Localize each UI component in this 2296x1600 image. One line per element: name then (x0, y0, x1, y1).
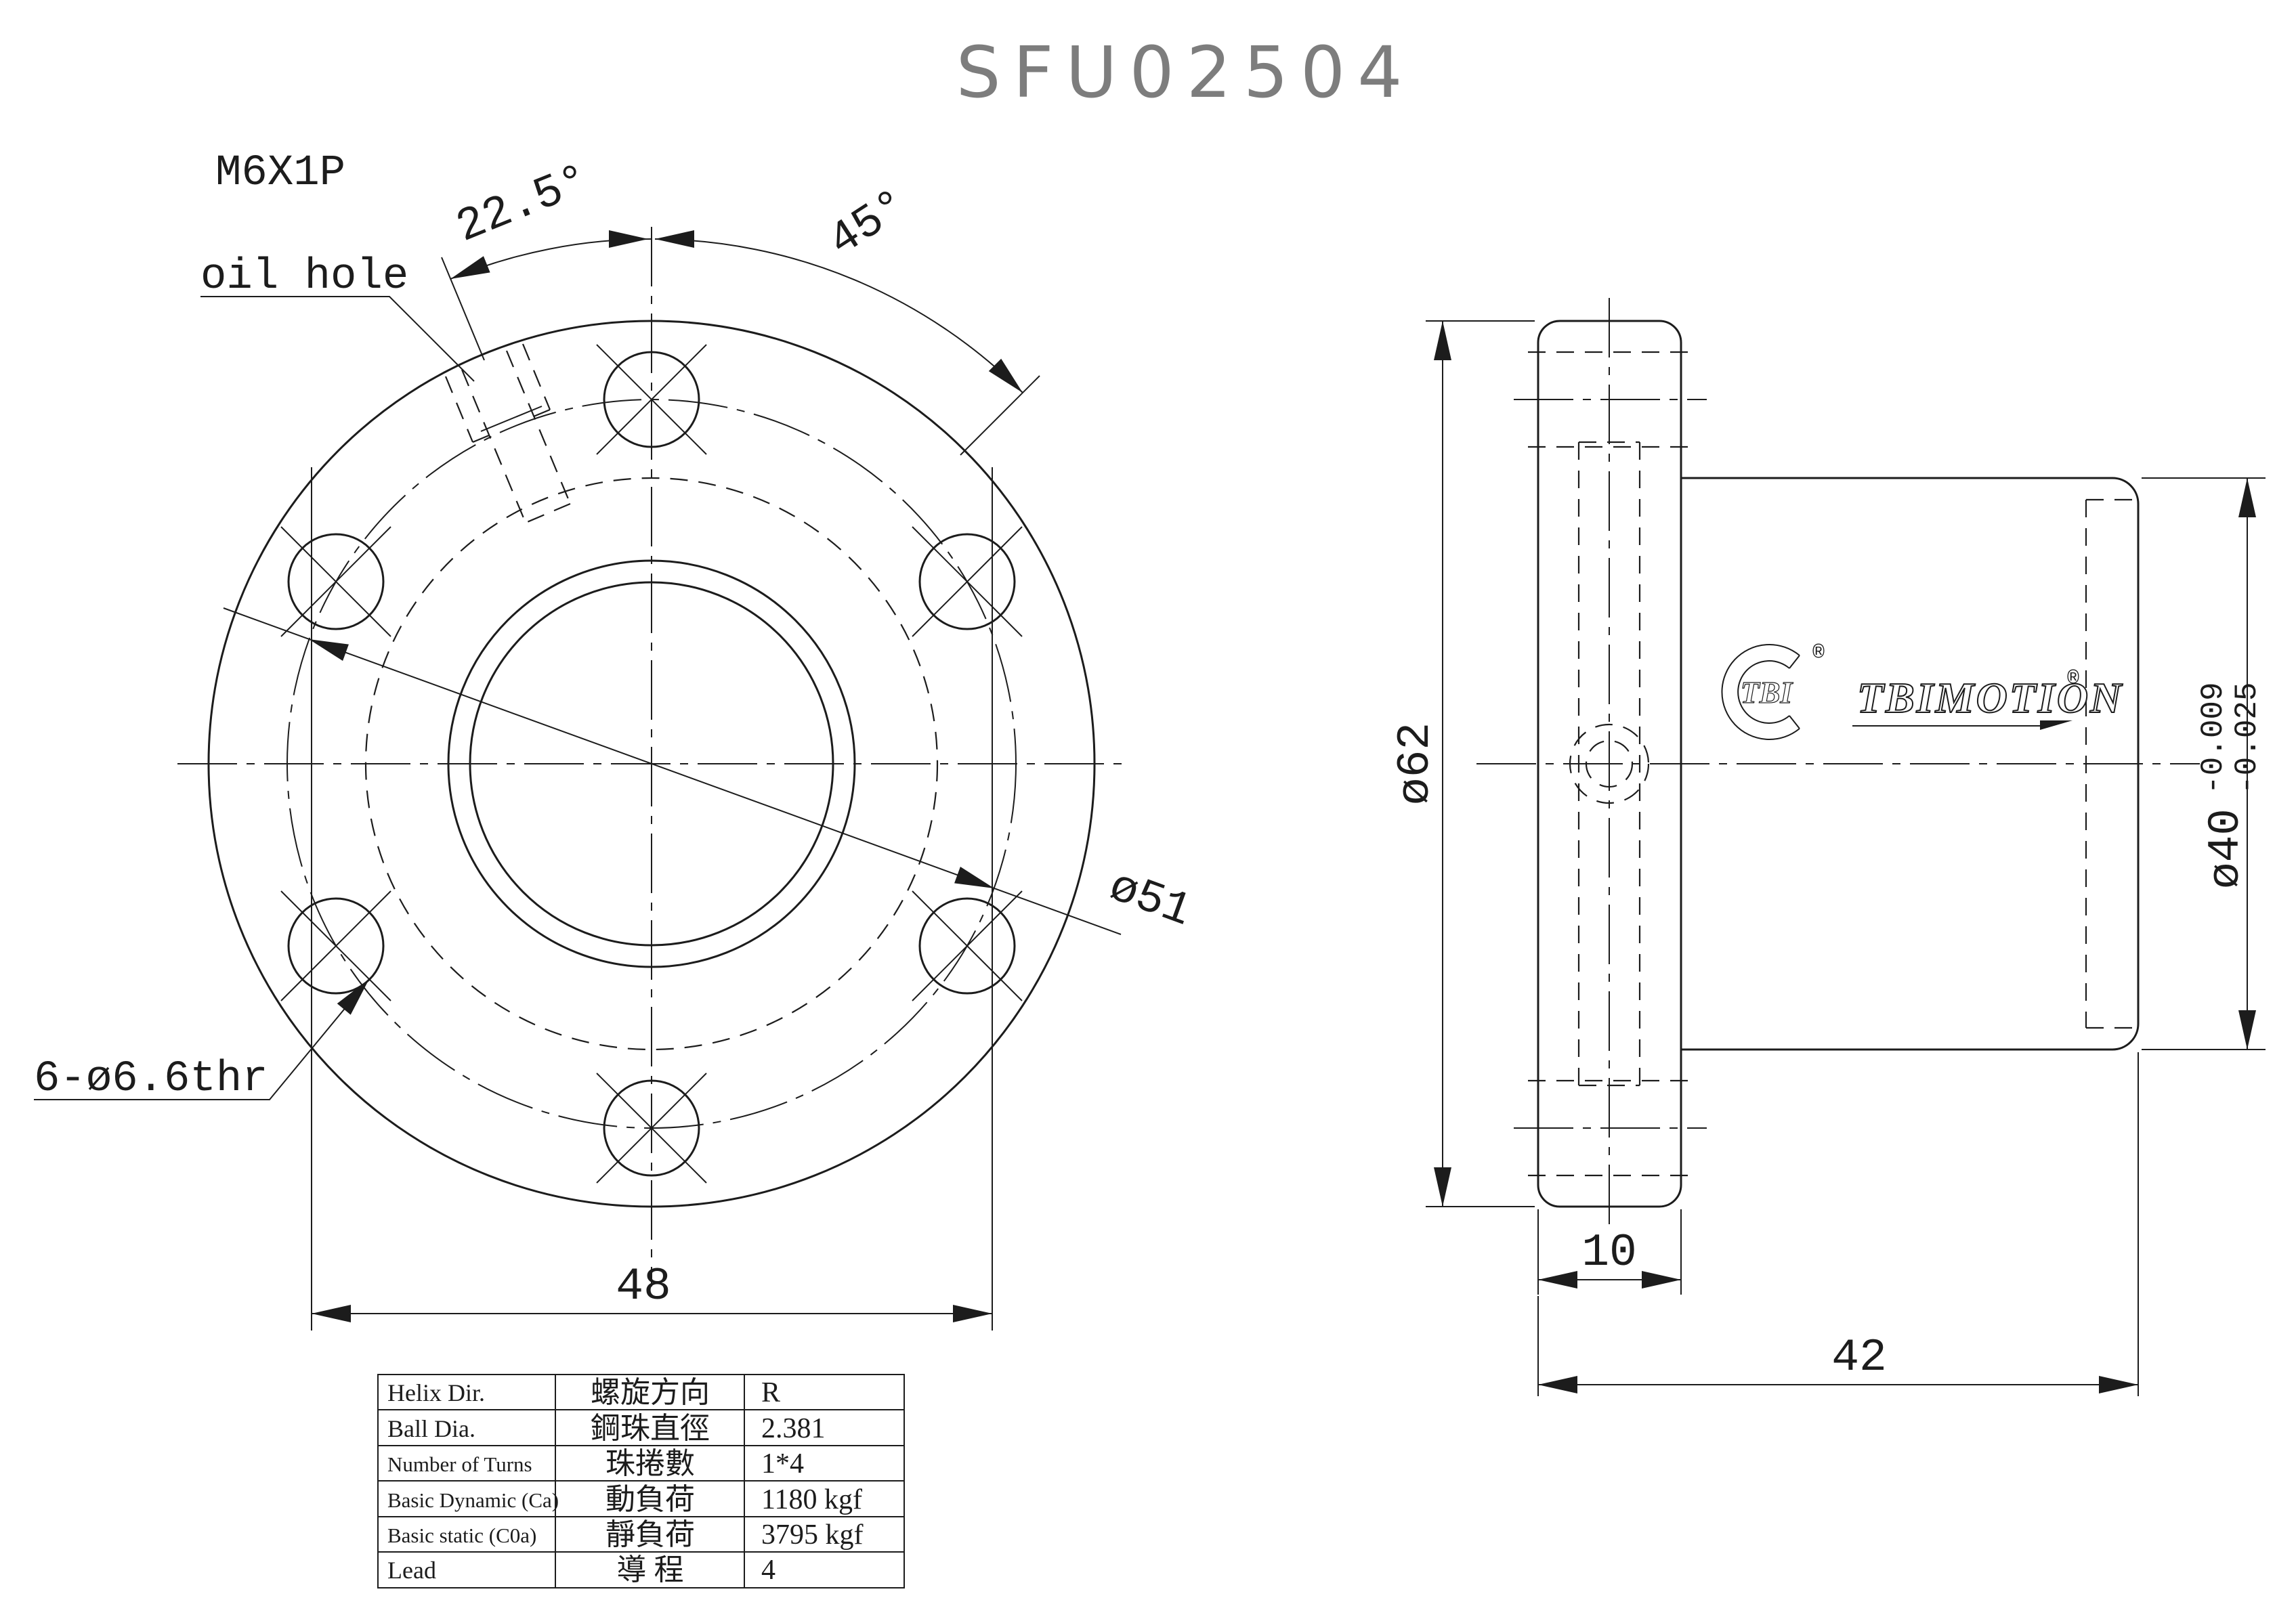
tbi-badge-text: TBI (1741, 675, 1794, 710)
dim-angle-45: 45° (654, 179, 1040, 456)
spec-value: 1*4 (761, 1448, 804, 1479)
flange-outer-circle (207, 320, 1096, 1208)
spec-zh: 導 程 (617, 1553, 684, 1586)
spec-value: 4 (761, 1555, 775, 1586)
flange-plate-outline (1537, 320, 1682, 1208)
brand-reg-mark: ® (2067, 668, 2079, 691)
bore-outer-circle (447, 559, 856, 968)
spec-value: 3795 kgf (761, 1519, 864, 1551)
spec-zh: 珠捲數 (605, 1447, 695, 1480)
body-diameter-tol-lower: -0.025 (2230, 682, 2265, 794)
bolt-holes-callout: 6-ø6.6thr (34, 978, 370, 1104)
dim-flange-width-48: 48 (311, 467, 993, 1331)
flange-bolt-hole-silhouettes (1514, 351, 1707, 1177)
flange-thickness-dim: 10 (1581, 1227, 1637, 1279)
brand-text: TBIMOTION (1857, 674, 2123, 722)
oil-hole-callout: M6X1P oil hole (200, 149, 475, 382)
spec-row-static-load: Basic static (C0a) 靜負荷 3795 kgf (387, 1518, 864, 1551)
oil-hole-outer-circle (1569, 723, 1650, 804)
dim-angle-22-5: 22.5° (441, 154, 652, 361)
flange-diameter-dim: ø62 (1390, 722, 1442, 805)
oil-hole-spec-label: M6X1P (215, 149, 345, 198)
spec-en: Basic static (C0a) (387, 1523, 536, 1547)
part-number-title: SFU02504 (956, 31, 1415, 114)
total-length-dim: 42 (1831, 1332, 1887, 1384)
tbi-logo-ring (1721, 644, 1800, 740)
bolt-holes-label: 6-ø6.6thr (34, 1055, 268, 1104)
body-hidden-circle (364, 477, 939, 1051)
spec-zh: 動負荷 (605, 1483, 695, 1516)
tbi-badge-reg-mark: ® (1812, 642, 1825, 665)
flange-recess-hidden (1577, 441, 1641, 1087)
spec-en: Number of Turns (387, 1452, 532, 1476)
spec-value: R (761, 1377, 780, 1408)
spec-value: 1180 kgf (761, 1484, 862, 1515)
bore-inner-circle (469, 581, 834, 947)
pcd-diameter-label: ø51 (1102, 861, 1197, 938)
spec-en: Helix Dir. (387, 1379, 485, 1406)
oil-hole-step-tick (480, 406, 543, 432)
spec-row-ball-dia: Ball Dia. 鋼珠直徑 2.381 (387, 1412, 826, 1445)
spec-en: Lead (387, 1557, 436, 1584)
bolt-holes (280, 344, 1023, 1184)
spec-row-lead: Lead 導 程 4 (387, 1553, 775, 1586)
spec-zh: 鋼珠直徑 (591, 1412, 710, 1445)
body-diameter-dim: ø40 (2201, 808, 2251, 889)
bolt-hole-tick-marks (280, 344, 1023, 1184)
angle-22-5-label: 22.5° (449, 154, 597, 255)
tbi-logo: TBI ® TBIMOTION ® (1721, 642, 2123, 740)
oil-hole-label: oil hole (200, 253, 408, 301)
oil-hole-inner-circle (1585, 739, 1634, 788)
dim-flange-thickness-10: 10 (1537, 1209, 1682, 1295)
nut-body-outline (1681, 477, 2140, 1051)
spec-en: Ball Dia. (387, 1415, 475, 1442)
body-end-recess-hidden (2085, 498, 2133, 1029)
dim-pcd-diameter: ø51 (223, 607, 1198, 938)
dim-total-length-42: 42 (1537, 1052, 2139, 1396)
spec-zh: 螺旋方向 (591, 1376, 710, 1409)
spec-table: Helix Dir. 螺旋方向 R Ball Dia. 鋼珠直徑 2.381 N… (377, 1374, 905, 1588)
oil-hole-passage (444, 343, 572, 524)
dim-flange-diameter-62: ø62 (1390, 320, 1535, 1207)
spec-en: Basic Dynamic (Ca) (387, 1488, 559, 1512)
flange-width-dim: 48 (616, 1261, 671, 1313)
spec-row-turns: Number of Turns 珠捲數 1*4 (387, 1447, 804, 1480)
body-diameter-tol-upper: -0.009 (2196, 682, 2231, 794)
angle-45-label: 45° (820, 179, 918, 268)
spec-value: 2.381 (761, 1413, 826, 1444)
spec-row-helix: Helix Dir. 螺旋方向 R (387, 1376, 780, 1409)
side-view: ø62 ø40 -0.009 -0.025 10 (1390, 298, 2266, 1396)
dim-body-diameter-40: ø40 -0.009 -0.025 (2142, 477, 2266, 1050)
brand-underline-arrow (2040, 720, 2072, 730)
spec-table-grid (377, 1374, 905, 1588)
spec-zh: 靜負荷 (605, 1518, 695, 1551)
spec-row-dynamic-load: Basic Dynamic (Ca) 動負荷 1180 kgf (387, 1483, 862, 1516)
front-view: 22.5° 45° ø51 48 M6X1P (34, 149, 1198, 1331)
